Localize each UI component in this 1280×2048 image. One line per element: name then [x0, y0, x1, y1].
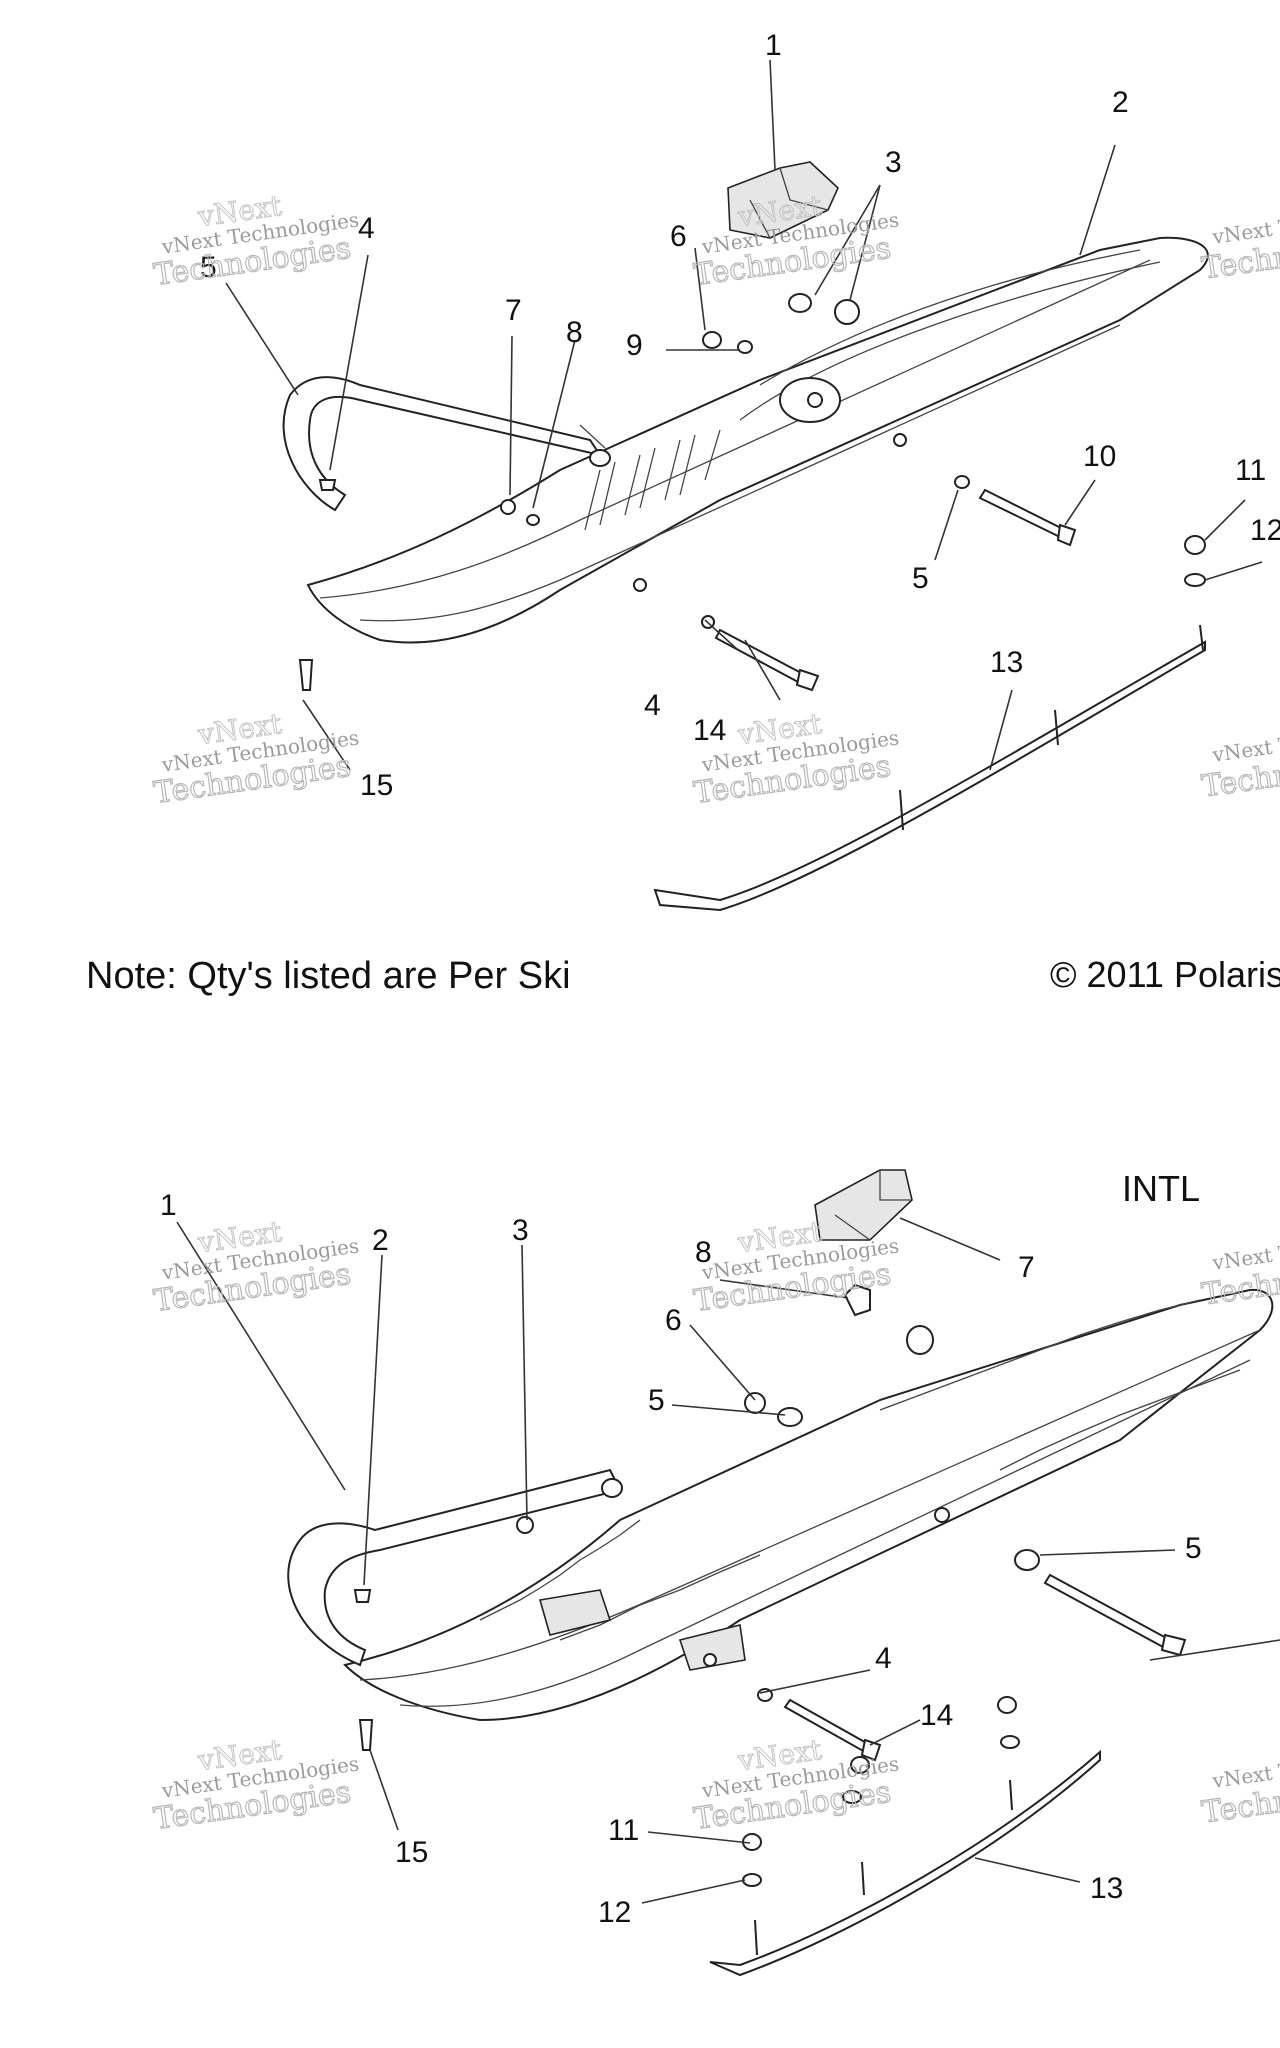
bolt-2 [318, 479, 337, 491]
callout-7: 1 [765, 29, 782, 62]
intl-label: INTL [1122, 1168, 1201, 1209]
callout-5b: 5 [912, 562, 929, 595]
callout-5: 9 [626, 329, 643, 362]
callout-3: 7 [505, 294, 522, 327]
spindle-block-intl [814, 1169, 913, 1241]
callout-2: 4 [358, 212, 375, 245]
callout-11-intl: 11 [608, 1814, 639, 1847]
upper-ski-assembly: 1 2 3 4 5 6 7 8 9 10 11 12 5 4 14 13 15 [200, 29, 1280, 912]
callout-12-intl: 12 [598, 1896, 631, 1929]
svg-text:Techn: Techn [1200, 757, 1280, 804]
svg-text:Techn: Techn [1200, 1783, 1280, 1830]
callout-8: 3 [885, 146, 902, 179]
spindle-block [727, 161, 839, 239]
callout-6: 6 [670, 220, 687, 253]
svg-text:Techn: Techn [1200, 239, 1280, 286]
callout-9: 2 [1112, 86, 1129, 119]
callout-13: 13 [990, 646, 1023, 679]
callout-8-intl: 8 [695, 1236, 712, 1269]
ski-loop [282, 376, 603, 512]
callout-4: 8 [566, 316, 583, 349]
callout-15: 15 [360, 769, 393, 802]
callout-11: 11 [1235, 454, 1266, 487]
callout-5b-intl: 5 [1185, 1532, 1202, 1565]
callout-6-intl: 6 [665, 1304, 682, 1337]
callout-1: 5 [200, 251, 217, 284]
wear-bar [653, 640, 1206, 912]
ski-loop-intl [287, 1468, 622, 1667]
copyright-text: © 2011 Polaris [1050, 954, 1280, 995]
callout-14: 14 [693, 714, 726, 747]
callout-3-intl: 3 [512, 1214, 529, 1247]
callout-2-intl: 2 [372, 1224, 389, 1257]
callout-12: 12 [1250, 514, 1280, 547]
ski-body [306, 236, 1209, 644]
callout-10: 10 [1083, 440, 1116, 473]
callout-7-intl: 7 [1018, 1251, 1035, 1284]
callout-15-intl: 15 [395, 1836, 428, 1869]
quantity-note: Note: Qty's listed are Per Ski [86, 955, 571, 997]
callout-4b: 4 [644, 689, 661, 722]
callout-14-intl: 14 [920, 1699, 953, 1732]
callout-13-intl: 13 [1090, 1872, 1123, 1905]
wear-bar-intl [709, 1749, 1101, 1977]
callout-4-intl: 4 [875, 1642, 892, 1675]
callout-5-intl: 5 [648, 1384, 665, 1417]
lower-ski-assembly: 1 2 3 8 6 5 7 5 4 14 15 11 12 13 [160, 1169, 1280, 1977]
callout-1-intl: 1 [160, 1189, 177, 1222]
